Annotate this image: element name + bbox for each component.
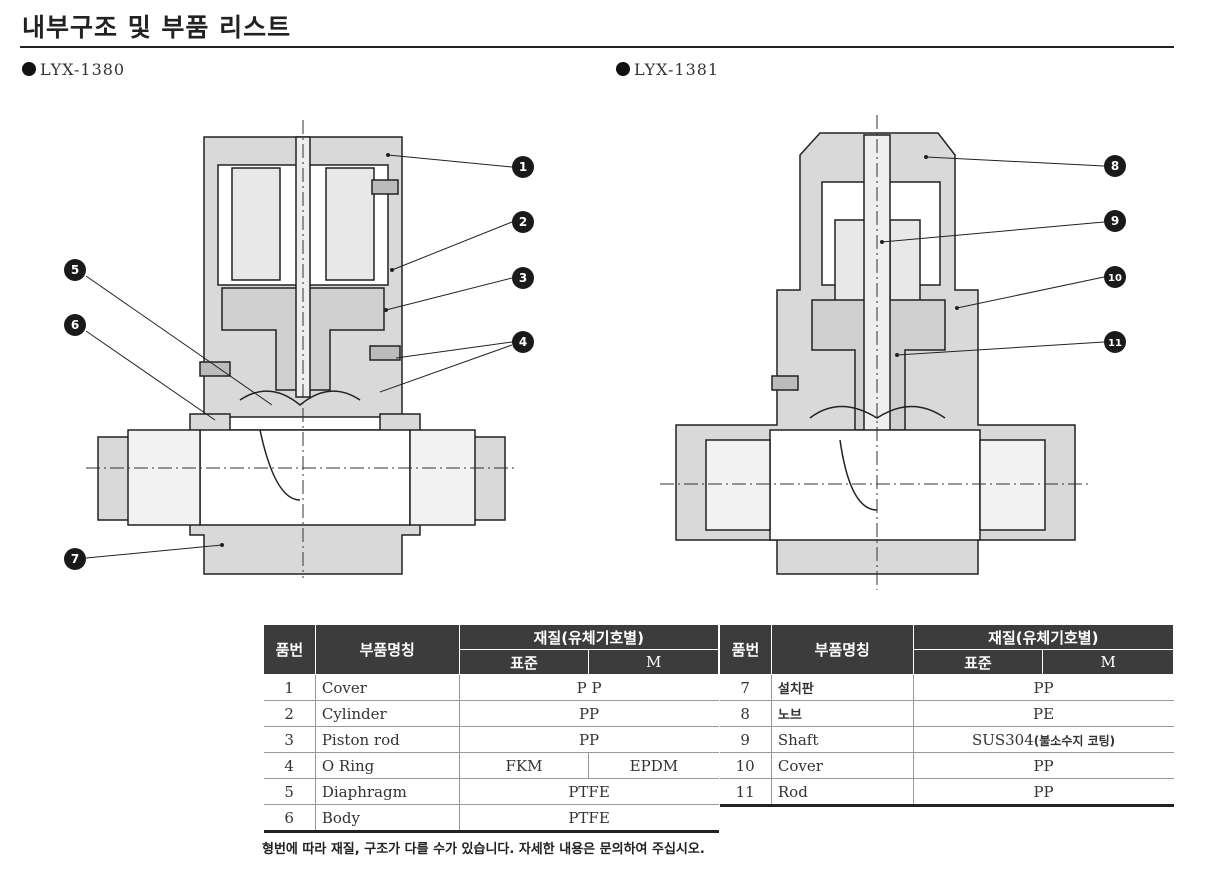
model-label-right: LYX-1381 — [616, 60, 719, 79]
part-no: 3 — [263, 726, 316, 753]
svg-text:11: 11 — [1108, 338, 1122, 349]
table-row: 9 Shaft SUS304(불소수지 코팅) — [719, 726, 1174, 753]
valve-drawing-right — [675, 132, 1076, 575]
part-material: PTFE — [458, 778, 719, 805]
part-no: 8 — [719, 700, 772, 727]
part-material: PP — [912, 674, 1174, 701]
parts-table-right: 품번 부품명칭 재질(유체기호별) 표준 M 7 설치판 PP 8 노브 PE … — [719, 624, 1175, 807]
svg-text:10: 10 — [1108, 273, 1122, 284]
part-material-m: EPDM — [588, 752, 719, 779]
svg-text:5: 5 — [71, 263, 79, 277]
part-material: PTFE — [458, 804, 719, 833]
part-no: 4 — [263, 752, 316, 779]
header-material: 재질(유체기호별) — [458, 624, 720, 650]
callout-10: 10 — [1104, 266, 1126, 288]
bullet-icon — [616, 62, 630, 76]
model-name-left: LYX-1380 — [40, 60, 126, 79]
valve-drawing-left — [97, 136, 506, 575]
callout-5: 5 — [64, 259, 86, 281]
part-name: Cylinder — [314, 700, 460, 727]
part-name: Diaphragm — [314, 778, 460, 805]
callout-9: 9 — [1104, 210, 1126, 232]
callout-3: 3 — [512, 267, 534, 289]
part-material: PP — [912, 752, 1174, 779]
svg-text:1: 1 — [519, 160, 527, 174]
part-name: Shaft — [770, 726, 914, 753]
part-material: PE — [912, 700, 1174, 727]
table-row: 8 노브 PE — [719, 700, 1174, 727]
table-row: 7 설치판 PP — [719, 674, 1174, 701]
part-name: Rod — [770, 778, 914, 807]
header-material: 재질(유체기호별) — [912, 624, 1175, 650]
svg-text:2: 2 — [519, 215, 527, 229]
table-row: 1 Cover P P — [263, 674, 719, 701]
part-name: Cover — [314, 674, 460, 701]
model-label-left: LYX-1380 — [22, 60, 125, 79]
header-m: M — [1042, 649, 1174, 675]
table-row: 2 Cylinder PP — [263, 700, 719, 727]
part-no: 5 — [263, 778, 316, 805]
header-standard: 표준 — [458, 649, 590, 675]
part-name: O Ring — [314, 752, 460, 779]
part-name: Cover — [770, 752, 914, 779]
header-part-name: 부품명칭 — [314, 624, 460, 675]
callout-11: 11 — [1104, 331, 1126, 353]
svg-text:9: 9 — [1111, 214, 1119, 228]
model-name-right: LYX-1381 — [634, 60, 720, 79]
svg-text:8: 8 — [1111, 159, 1119, 173]
header-part-name: 부품명칭 — [770, 624, 914, 675]
header-m: M — [588, 649, 719, 675]
table-row: 6 Body PTFE — [263, 804, 719, 833]
part-no: 1 — [263, 674, 316, 701]
table-row: 4 O Ring FKM EPDM — [263, 752, 719, 779]
svg-text:3: 3 — [519, 271, 527, 285]
callout-1: 1 — [512, 156, 534, 178]
table-row: 11 Rod PP — [719, 778, 1174, 807]
part-material-standard: FKM — [458, 752, 589, 779]
header-standard: 표준 — [912, 649, 1044, 675]
material-text: SUS304 — [971, 730, 1034, 749]
svg-text:4: 4 — [519, 335, 527, 349]
header-part-no: 품번 — [719, 624, 772, 675]
title-divider — [20, 46, 1174, 48]
callout-7: 7 — [64, 548, 86, 570]
material-note: (불소수지 코팅) — [1033, 733, 1116, 748]
part-no: 10 — [719, 752, 772, 779]
callout-4: 4 — [512, 331, 534, 353]
part-material: PP — [458, 700, 719, 727]
part-name: Body — [314, 804, 460, 833]
bullet-icon — [22, 62, 36, 76]
footnote: 형번에 따라 재질, 구조가 다를 수가 있습니다. 자세한 내용은 문의하여 … — [262, 842, 705, 857]
parts-table-left: 품번 부품명칭 재질(유체기호별) 표준 M 1 Cover P P 2 Cyl… — [263, 624, 720, 833]
callout-8: 8 — [1104, 155, 1126, 177]
callout-6: 6 — [64, 314, 86, 336]
part-material: SUS304(불소수지 코팅) — [912, 726, 1174, 753]
table-row: 3 Piston rod PP — [263, 726, 719, 753]
part-name: Piston rod — [314, 726, 460, 753]
header-part-no: 품번 — [263, 624, 316, 675]
table-row: 5 Diaphragm PTFE — [263, 778, 719, 805]
cross-section-drawings: 1 2 3 4 5 6 7 8 9 10 11 — [64, 115, 1126, 590]
callout-2: 2 — [512, 211, 534, 233]
part-name: 설치판 — [770, 674, 914, 701]
page-title: 내부구조 및 부품 리스트 — [22, 13, 292, 42]
svg-text:6: 6 — [71, 318, 79, 332]
part-no: 11 — [719, 778, 772, 807]
table-row: 10 Cover PP — [719, 752, 1174, 779]
part-material: PP — [458, 726, 719, 753]
part-material: P P — [458, 674, 719, 701]
part-name: 노브 — [770, 700, 914, 727]
leader-lines — [85, 154, 1105, 559]
part-no: 9 — [719, 726, 772, 753]
part-material: PP — [912, 778, 1174, 807]
part-no: 2 — [263, 700, 316, 727]
part-no: 7 — [719, 674, 772, 701]
part-no: 6 — [263, 804, 316, 833]
svg-text:7: 7 — [71, 552, 79, 566]
